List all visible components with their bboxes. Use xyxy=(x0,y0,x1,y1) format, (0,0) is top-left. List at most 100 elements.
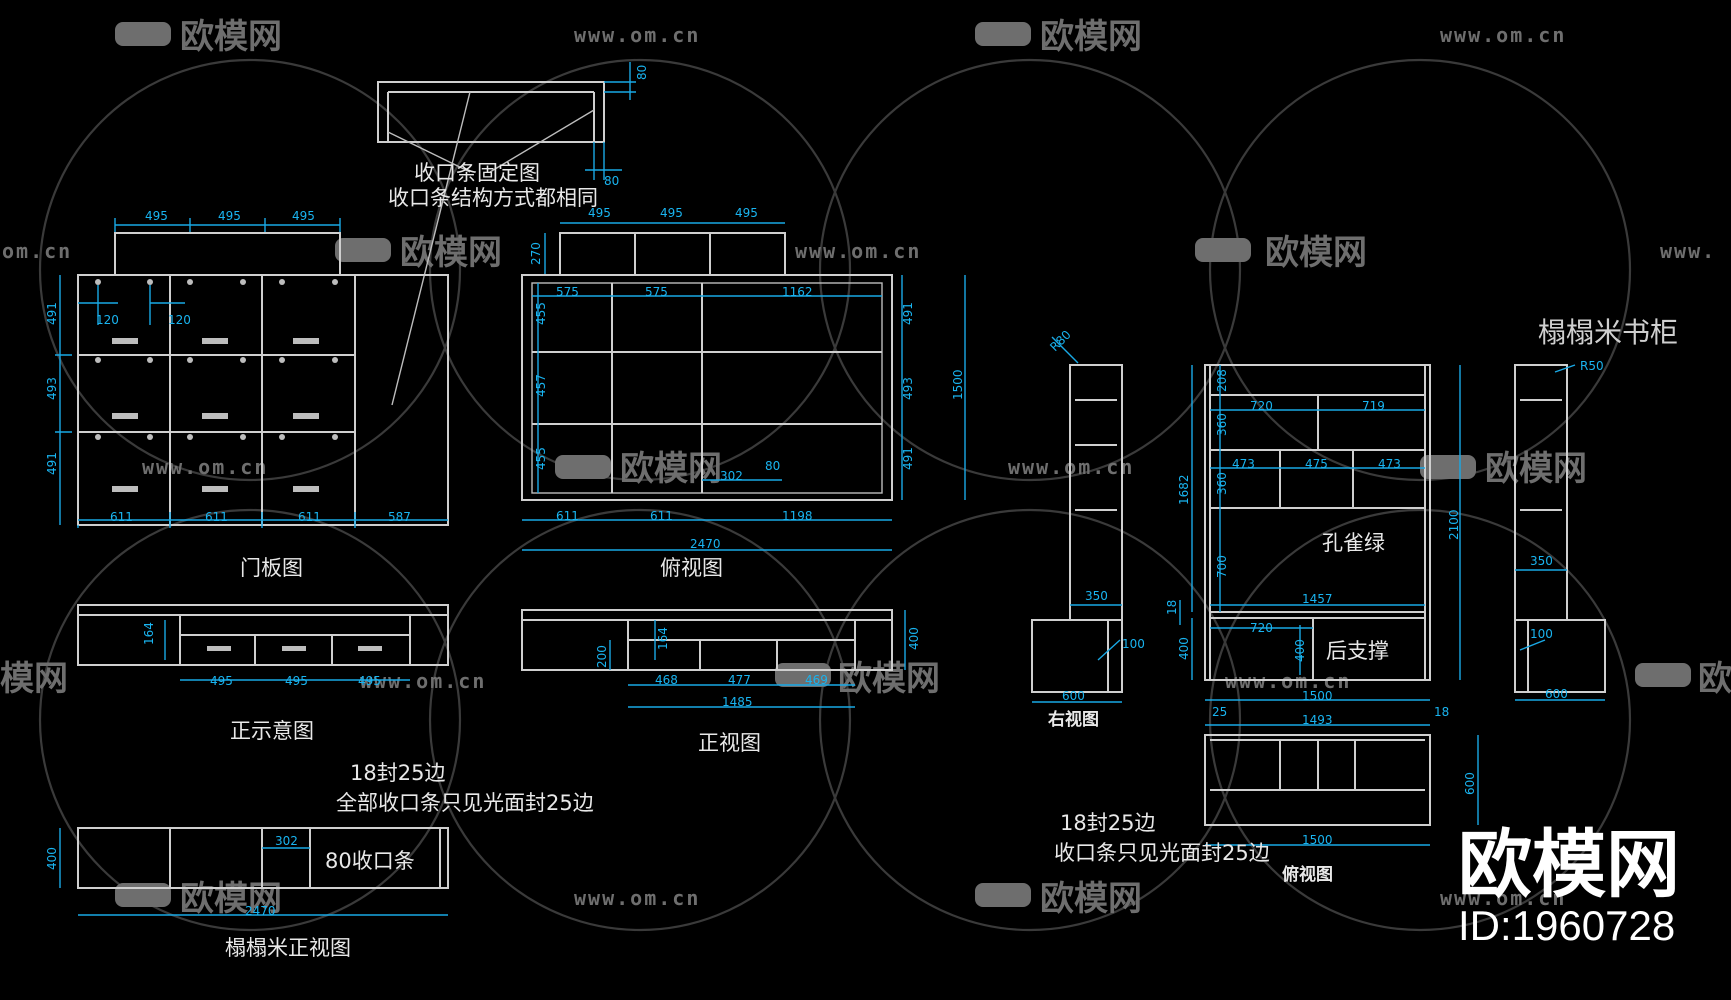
svg-text:600: 600 xyxy=(1062,689,1085,703)
svg-text:400: 400 xyxy=(907,627,921,650)
svg-text:80: 80 xyxy=(635,65,649,80)
svg-text:200: 200 xyxy=(595,645,609,668)
svg-text:欧模网: 欧模网 xyxy=(180,879,282,919)
svg-text:720: 720 xyxy=(1250,621,1273,635)
svg-text:榻榻米书柜: 榻榻米书柜 xyxy=(1538,316,1678,349)
svg-text:www.om.cn: www.om.cn xyxy=(360,669,486,693)
watermark-logo-2: 欧模网 xyxy=(975,17,1142,57)
tatami-front-view: 18封25边 全部收口条只见光面封25边 302 80收口条 400 2470 … xyxy=(45,761,594,960)
svg-text:1500: 1500 xyxy=(951,369,965,400)
svg-text:495: 495 xyxy=(358,674,381,688)
svg-text:495: 495 xyxy=(218,209,241,223)
svg-text:720: 720 xyxy=(1250,399,1273,413)
svg-text:正视图: 正视图 xyxy=(698,731,761,755)
svg-text:477: 477 xyxy=(728,673,751,687)
svg-text:欧: 欧 xyxy=(1698,659,1731,699)
svg-text:收口条结构方式都相同: 收口条结构方式都相同 xyxy=(388,186,598,210)
svg-text:400: 400 xyxy=(45,847,59,870)
svg-text:www.om.cn: www.om.cn xyxy=(1008,455,1134,479)
svg-text:2100: 2100 xyxy=(1447,509,1461,540)
svg-text:1162: 1162 xyxy=(782,285,813,299)
svg-text:1493: 1493 xyxy=(1302,713,1333,727)
fixing-strip-detail: 80 80 收口条固定图 收口条结构方式都相同 xyxy=(377,62,649,406)
svg-text:欧模网: 欧模网 xyxy=(1040,879,1142,919)
svg-text:208: 208 xyxy=(1215,369,1229,392)
svg-text:400: 400 xyxy=(1177,637,1191,660)
svg-text:收口条只见光面封25边: 收口条只见光面封25边 xyxy=(1054,841,1270,865)
svg-text:575: 575 xyxy=(556,285,579,299)
svg-text:1198: 1198 xyxy=(782,509,813,523)
svg-text:455: 455 xyxy=(534,302,548,325)
svg-text:491: 491 xyxy=(901,447,915,470)
watermark-logo-9: 欧 xyxy=(1635,659,1731,699)
svg-text:www.: www. xyxy=(1660,239,1716,263)
svg-text:100: 100 xyxy=(1530,627,1553,641)
svg-text:302: 302 xyxy=(720,469,743,483)
svg-text:493: 493 xyxy=(45,377,59,400)
brand-block: 欧模网 ID:1960728 xyxy=(1458,822,1680,949)
door-panel-view: 495 495 495 120 120 491 493 xyxy=(45,209,449,580)
watermark-circles xyxy=(38,58,1632,932)
svg-text:1682: 1682 xyxy=(1177,474,1191,505)
svg-text:473: 473 xyxy=(1378,457,1401,471)
svg-text:18封25边: 18封25边 xyxy=(350,761,445,785)
svg-text:475: 475 xyxy=(1305,457,1328,471)
svg-text:491: 491 xyxy=(45,302,59,325)
svg-text:欧模网: 欧模网 xyxy=(1265,233,1367,273)
svg-text:ID:1960728: ID:1960728 xyxy=(1458,902,1675,949)
svg-text:18: 18 xyxy=(1434,705,1449,719)
svg-text:榻榻米正视图: 榻榻米正视图 xyxy=(225,936,351,960)
svg-text:495: 495 xyxy=(292,209,315,223)
svg-text:欧模网: 欧模网 xyxy=(1485,449,1587,489)
svg-text:1457: 1457 xyxy=(1302,592,1333,606)
svg-text:468: 468 xyxy=(655,673,678,687)
svg-text:473: 473 xyxy=(1232,457,1255,471)
svg-text:600: 600 xyxy=(1463,772,1477,795)
svg-text:欧模网: 欧模网 xyxy=(620,449,722,489)
svg-text:收口条固定图: 收口条固定图 xyxy=(414,161,540,185)
svg-text:80: 80 xyxy=(765,459,780,473)
svg-text:正示意图: 正示意图 xyxy=(230,719,314,743)
svg-text:495: 495 xyxy=(735,206,758,220)
svg-text:270: 270 xyxy=(529,242,543,265)
svg-text:R80: R80 xyxy=(1047,328,1074,355)
svg-text:欧模网: 欧模网 xyxy=(400,233,502,273)
svg-text:611: 611 xyxy=(110,510,133,524)
svg-text:455: 455 xyxy=(534,447,548,470)
watermark-logo-11: 欧模网 xyxy=(975,879,1142,919)
svg-text:18封25边: 18封25边 xyxy=(1060,811,1155,835)
svg-text:欧模网: 欧模网 xyxy=(838,659,940,699)
svg-text:1500: 1500 xyxy=(1302,689,1333,703)
svg-text:120: 120 xyxy=(168,313,191,327)
svg-text:孔雀绿: 孔雀绿 xyxy=(1322,531,1385,555)
svg-text:469: 469 xyxy=(805,673,828,687)
svg-text:587: 587 xyxy=(388,510,411,524)
svg-text:600: 600 xyxy=(1545,687,1568,701)
svg-text:575: 575 xyxy=(645,285,668,299)
svg-text:1485: 1485 xyxy=(722,695,753,709)
svg-text:495: 495 xyxy=(588,206,611,220)
svg-text:om.cn: om.cn xyxy=(2,239,72,263)
svg-text:164: 164 xyxy=(656,627,670,650)
svg-text:120: 120 xyxy=(96,313,119,327)
svg-text:后支撑: 后支撑 xyxy=(1326,639,1389,663)
svg-text:门板图: 门板图 xyxy=(240,556,303,580)
svg-text:350: 350 xyxy=(1085,589,1108,603)
svg-text:495: 495 xyxy=(285,674,308,688)
svg-text:495: 495 xyxy=(210,674,233,688)
svg-text:491: 491 xyxy=(901,302,915,325)
front-schematic: 164 495 495 495 正示意图 xyxy=(77,604,449,743)
svg-text:全部收口条只见光面封25边: 全部收口条只见光面封25边 xyxy=(336,791,594,815)
svg-text:www.om.cn: www.om.cn xyxy=(795,239,921,263)
svg-text:611: 611 xyxy=(556,509,579,523)
svg-text:495: 495 xyxy=(660,206,683,220)
svg-text:80: 80 xyxy=(604,174,619,188)
svg-text:360: 360 xyxy=(1215,413,1229,436)
watermark-logo-7: 模网 xyxy=(0,659,68,699)
front-view: 200 164 400 468 477 469 1485 正视图 xyxy=(521,609,921,755)
bookcase-front: 720 719 473 475 473 孔雀绿 1457 720 400 后支撑… xyxy=(1165,364,1461,719)
svg-text:欧模网: 欧模网 xyxy=(1458,822,1680,908)
bookcase-side-view: 榻榻米书柜 R50 350 100 600 xyxy=(1514,316,1678,701)
svg-text:www.om.cn: www.om.cn xyxy=(1440,886,1566,910)
